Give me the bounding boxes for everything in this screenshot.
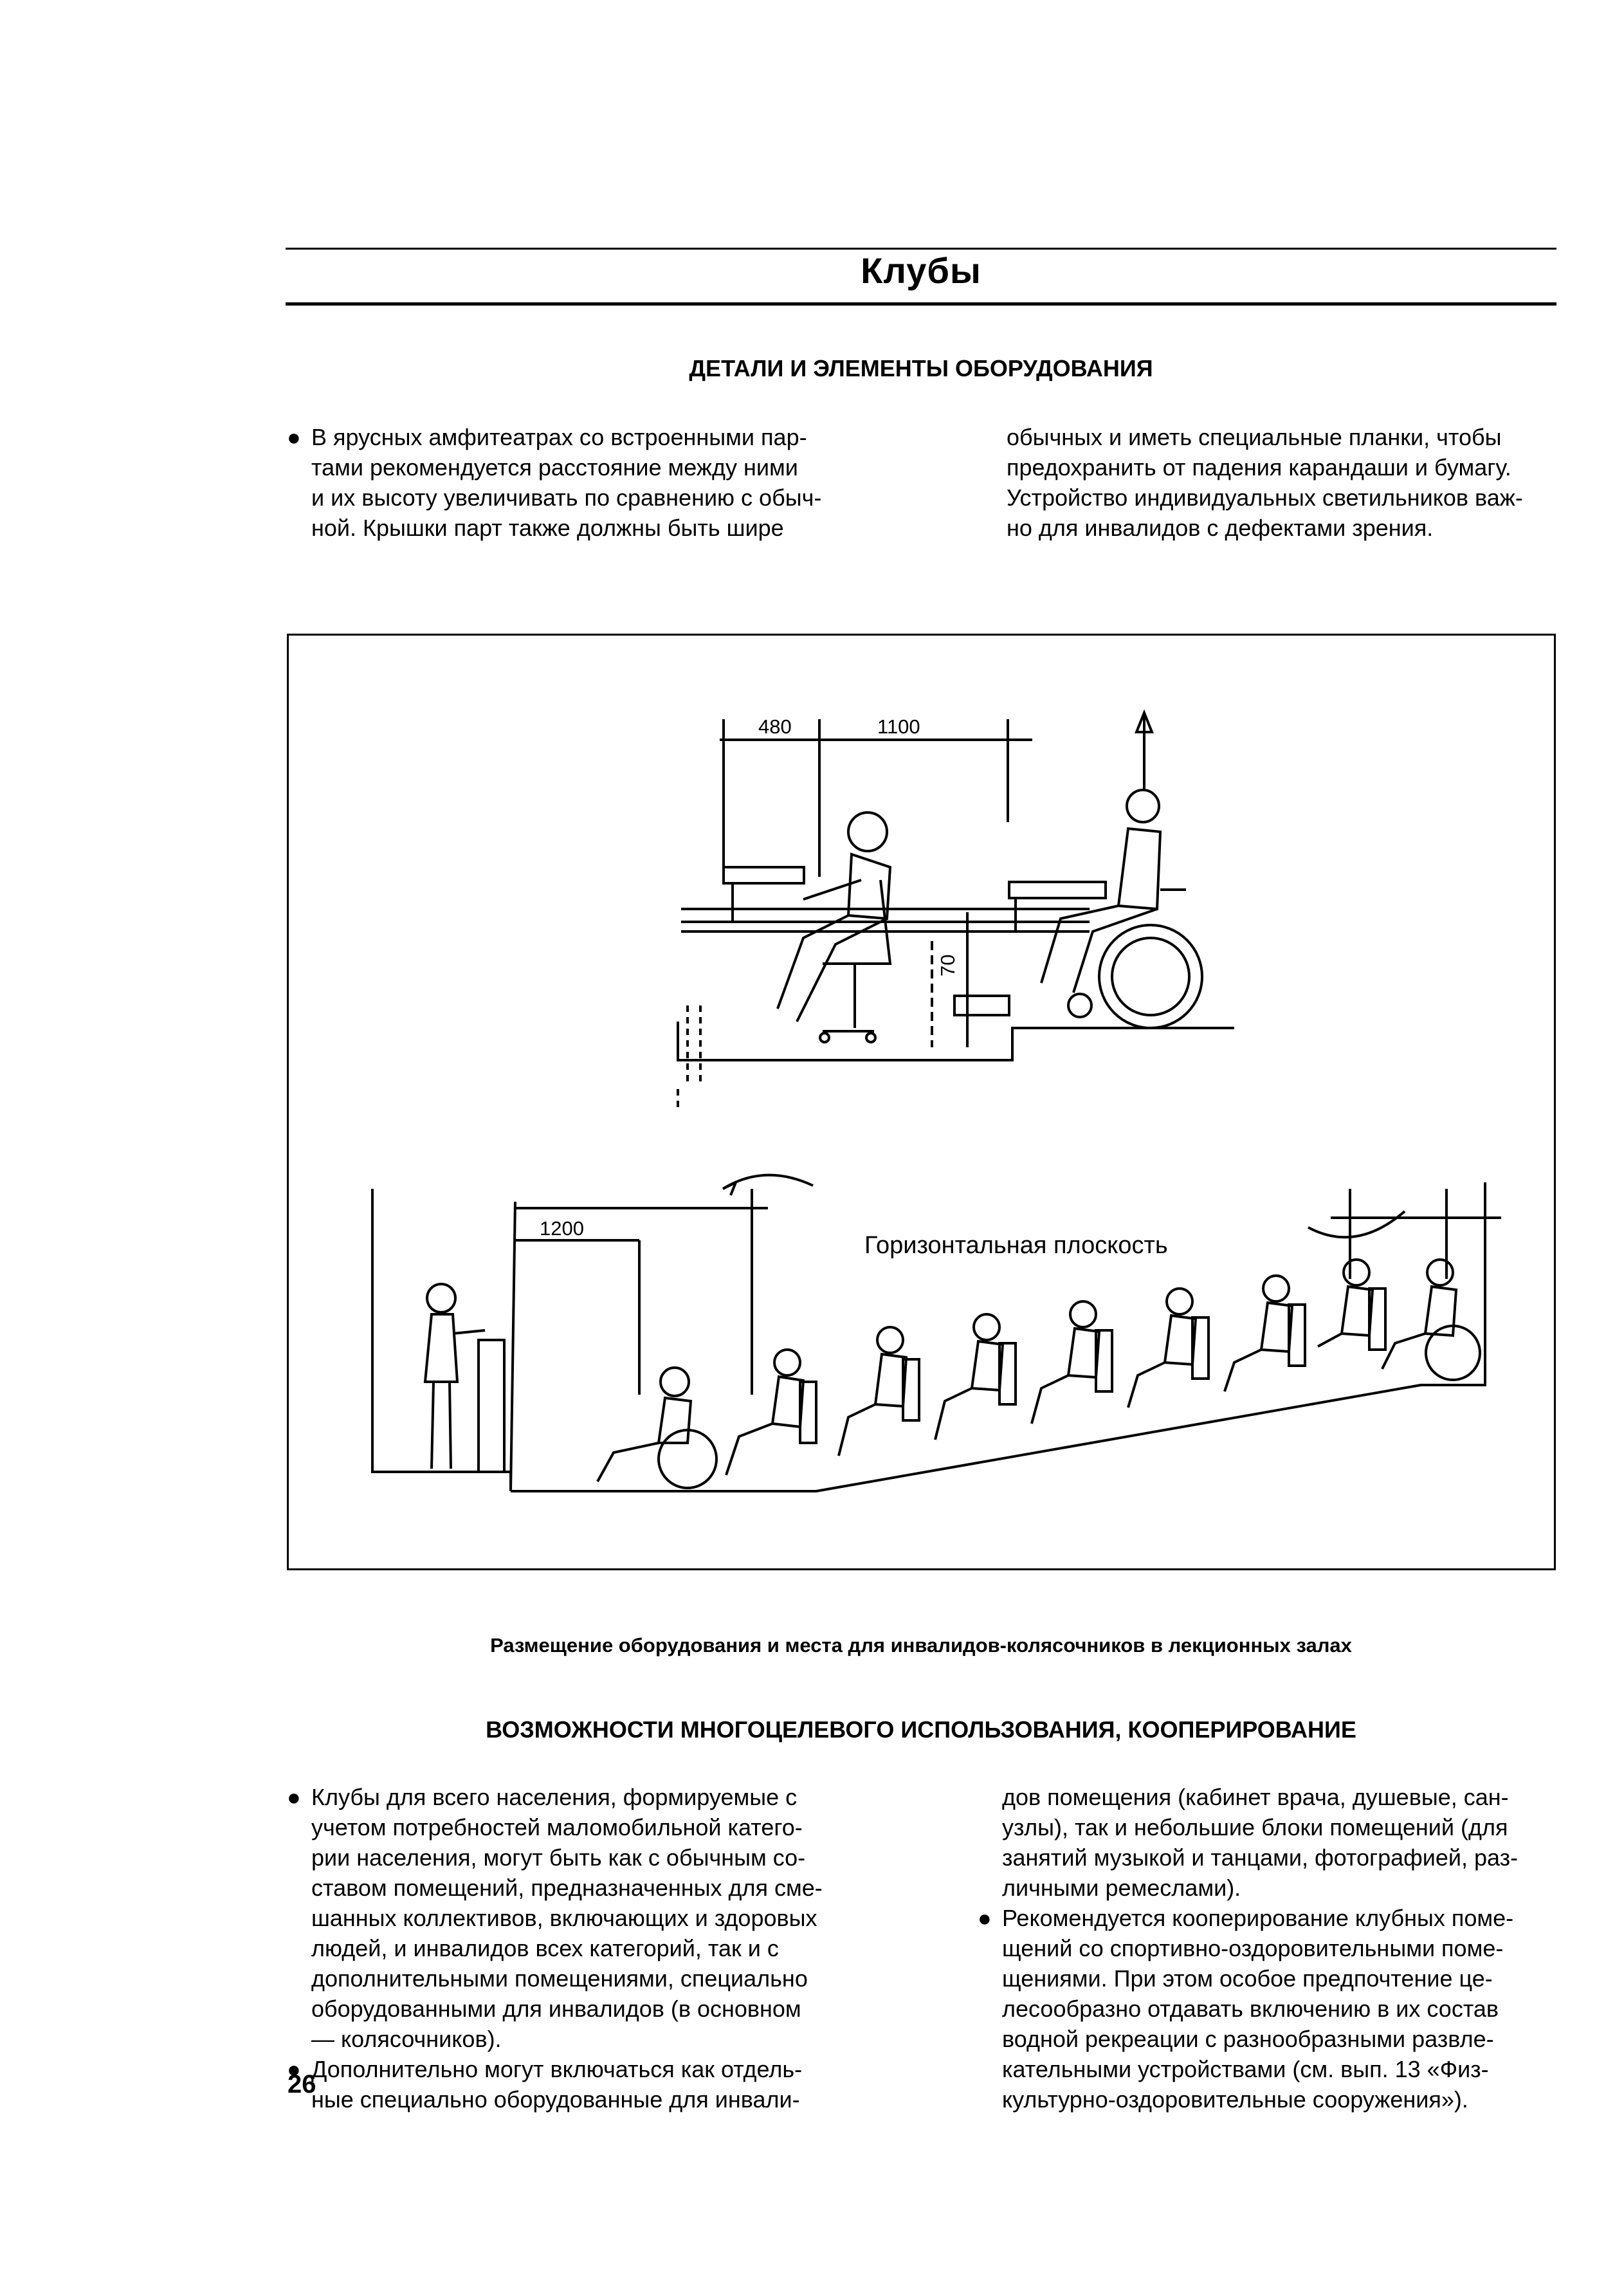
s2-l6: людей, и инвалидов всех категорий, так и… — [311, 1935, 779, 1961]
page-title: Клубы — [861, 250, 981, 291]
dim-1100: 1100 — [877, 715, 920, 738]
section1-right-line-3: Устройство индивидуальных светильников в… — [1007, 484, 1523, 511]
section1-right-line-4: но для инвалидов с дефектами зрения. — [1007, 515, 1434, 541]
s2-r5: ●Рекомендуется кооперирование клубных по… — [978, 1903, 1556, 1933]
s2-l11: ные специально оборудованные для инвали- — [311, 2086, 800, 2113]
s2-r11: культурно-оздоровительные сооружения»). — [1002, 2086, 1468, 2113]
audience-wheelchair-back — [1381, 1258, 1481, 1381]
section1-right-line-1: обычных и иметь специальные планки, чтоб… — [1007, 424, 1502, 450]
bullet-icon: ● — [287, 424, 301, 450]
dim-1200: 1200 — [540, 1217, 584, 1240]
audience-seat-6 — [1127, 1287, 1210, 1408]
wheelchair-castor — [1067, 993, 1093, 1018]
section1-line-4: ной. Крышки парт также должны быть шире — [311, 515, 784, 541]
bullet-icon: ● — [287, 2056, 301, 2082]
section1-left-column: ●В ярусных амфитеатрах со встроенными па… — [287, 422, 903, 543]
floor-vent — [953, 995, 1010, 1016]
student-head — [847, 811, 888, 852]
section1-heading: ДЕТАЛИ И ЭЛЕМЕНТЫ ОБОРУДОВАНИЯ — [689, 355, 1153, 381]
s2-l4: ставом помещений, предназначенных для см… — [311, 1875, 823, 1901]
audience-seat-4 — [934, 1313, 1017, 1440]
dim-480: 480 — [758, 715, 792, 738]
section2-right-column: дов помещения (кабинет врача, душевые, с… — [978, 1782, 1556, 2115]
desk-lamp — [1135, 709, 1154, 733]
audience-seat-3 — [837, 1326, 920, 1456]
lectern — [477, 1339, 506, 1473]
section2-heading: ВОЗМОЖНОСТИ МНОГОЦЕЛЕВОГО ИСПОЛЬЗОВАНИЯ,… — [486, 1716, 1356, 1743]
student-arm — [803, 879, 862, 901]
s2-r6: щений со спортивно-оздоровительными поме… — [1002, 1935, 1504, 1961]
wheelchair-wheel — [1098, 924, 1203, 1029]
top-rule — [286, 248, 1556, 250]
desk-top-right — [1008, 881, 1107, 899]
tier-floor — [677, 1022, 1234, 1061]
section1-right-line-2: предохранить от падения карандаши и бума… — [1007, 454, 1511, 481]
wheelchair-user-torso — [1117, 827, 1162, 911]
lecturer-head — [426, 1283, 457, 1314]
figure-frame: 480 1100 70 — [287, 634, 1556, 1570]
audience-seat-7 — [1223, 1274, 1306, 1392]
section1-line-3: и их высоту увеличивать по сравнению с о… — [311, 484, 822, 511]
chair-back — [823, 879, 892, 965]
arrow-head — [722, 1179, 738, 1196]
s2-r8: лесообразно отдавать включению в их сост… — [1002, 1996, 1499, 2022]
s2-l2: учетом потребностей маломобильной катего… — [311, 1814, 803, 1840]
dim-70: 70 — [936, 955, 959, 977]
s2-l5: шанных коллективов, включающих и здоровы… — [311, 1905, 817, 1931]
title-underline — [286, 302, 1556, 306]
s2-r1: дов помещения (кабинет врача, душевые, с… — [1002, 1784, 1509, 1810]
s2-l1: ●Клубы для всего населения, формируемые … — [287, 1782, 903, 1812]
audience-seat-8 — [1317, 1258, 1387, 1351]
audience-rows — [596, 1258, 1481, 1489]
audience-wheelchair-front — [596, 1366, 718, 1489]
section2-left-column: ●Клубы для всего населения, формируемые … — [287, 1782, 903, 2115]
s2-l9: — колясочников). — [311, 2026, 502, 2052]
horizontal-plane-label: Горизонтальная плоскость — [864, 1232, 1168, 1259]
raked-floor — [511, 1182, 1486, 1492]
student-legs — [776, 914, 888, 1022]
s2-l8: оборудованными для инвалидов (в основном — [311, 1996, 801, 2022]
s2-r3: занятий музыкой и танцами, фотографией, … — [1002, 1844, 1519, 1871]
s2-r7: щениями. При этом особое предпочтение це… — [1002, 1965, 1493, 1992]
s2-r4: личными ремеслами). — [1002, 1875, 1241, 1901]
s2-l7: дополнительными помещениями, специально — [311, 1965, 808, 1992]
bullet-icon: ● — [978, 1905, 992, 1931]
section1-line-2: тами рекомендуется расстояние между ними — [311, 454, 798, 481]
s2-r2: узлы), так и небольшие блоки помещений (… — [1002, 1814, 1508, 1840]
page-number: 26 — [287, 2070, 316, 2098]
section1-right-column: обычных и иметь специальные планки, чтоб… — [1007, 422, 1556, 543]
sightline-arc-right — [1308, 1210, 1406, 1239]
bullet-icon: ● — [287, 1784, 301, 1810]
desk-top-left — [722, 866, 805, 885]
wheelchair-user-head — [1126, 789, 1160, 823]
s2-r10: кательными устройствами (см. вып. 13 «Фи… — [1002, 2056, 1489, 2082]
lecture-hall-drawing: 480 1100 70 — [371, 709, 1501, 1492]
s2-l10: ●Дополнительно могут включаться как отде… — [287, 2054, 903, 2084]
figure-caption: Размещение оборудования и места для инва… — [490, 1634, 1352, 1657]
section1-line-1: ●В ярусных амфитеатрах со встроенными па… — [287, 422, 903, 452]
lecturer-torso — [423, 1313, 459, 1383]
microphone — [452, 1329, 486, 1335]
s2-l3: рии населения, могут быть как с обычным … — [311, 1844, 806, 1871]
audience-seat-2 — [725, 1348, 817, 1476]
s2-r9: водной рекреации с разнообразными развле… — [1002, 2026, 1494, 2052]
audience-seat-5 — [1030, 1300, 1113, 1424]
wheelchair-user-legs — [1040, 904, 1158, 993]
